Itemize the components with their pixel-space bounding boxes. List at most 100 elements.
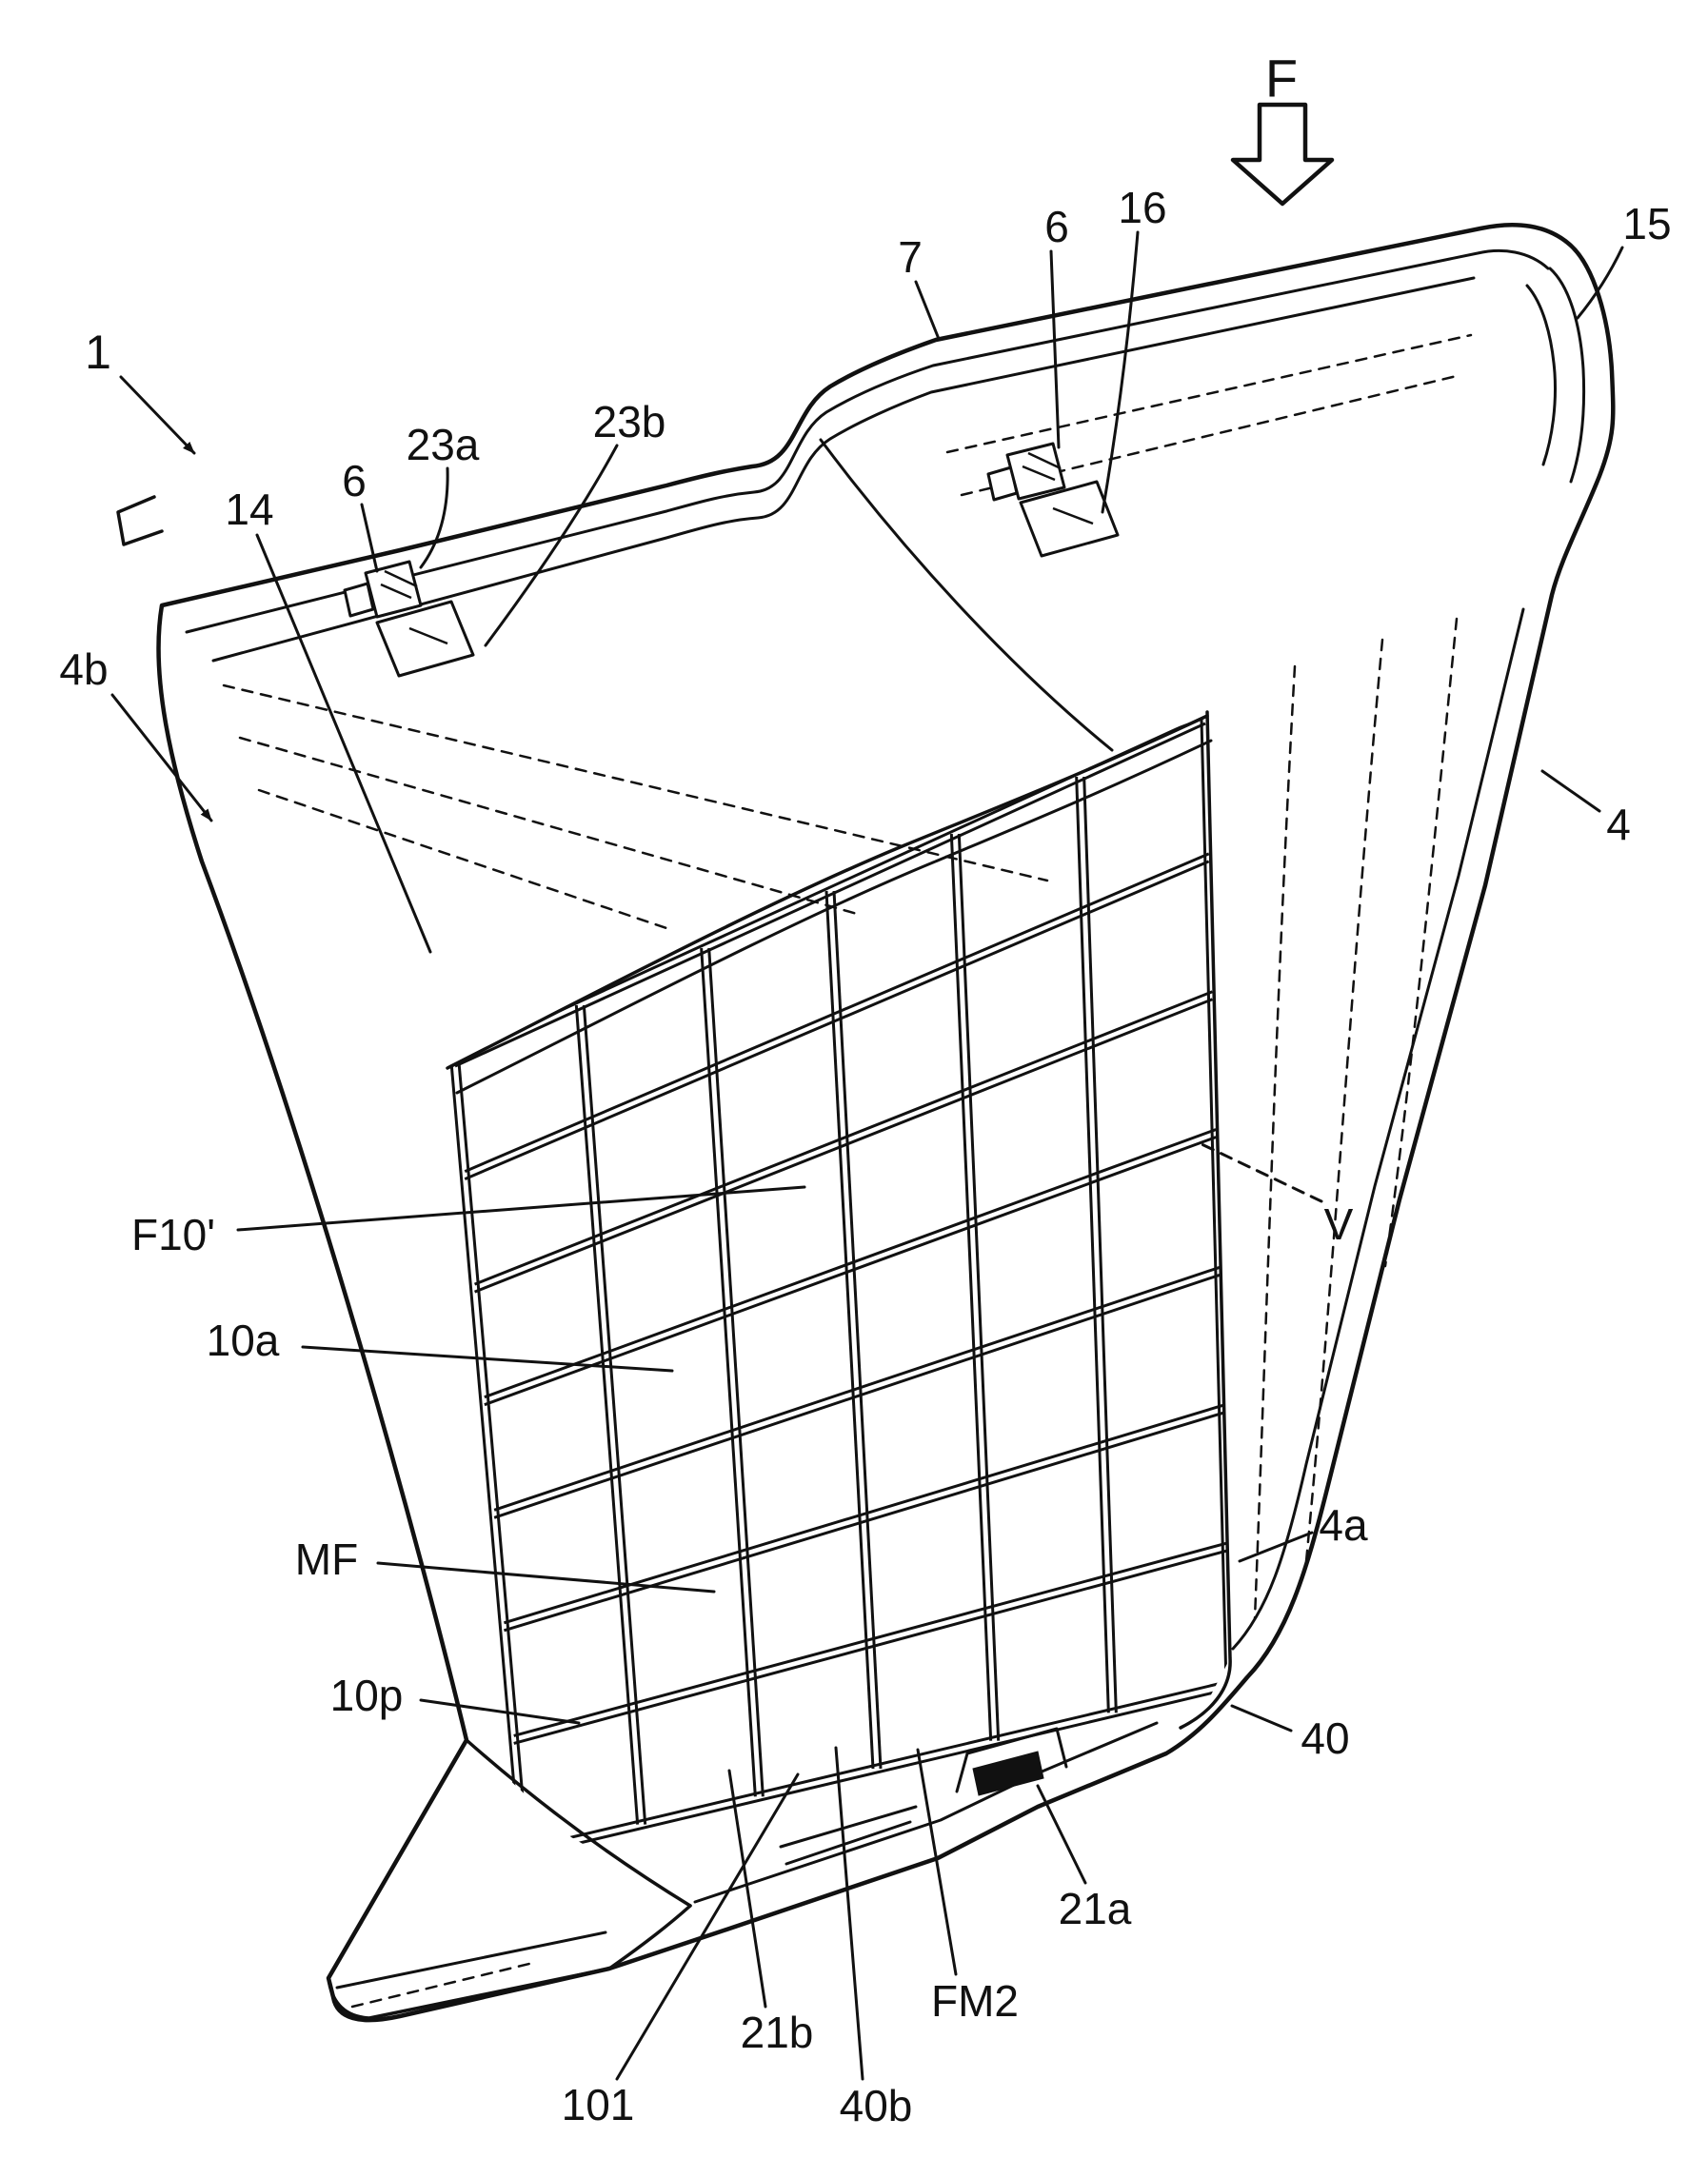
mounting-foot [327,1738,692,2020]
force-label: F [1265,49,1298,109]
tray-lower-edge-2 [455,739,1213,1095]
grid-bar [707,947,765,1797]
mounting-foot-fill [328,1740,690,2020]
ref-23b: 23b [593,397,666,446]
rim-inner-line-2 [211,276,1476,663]
housing-outer-silhouette [156,223,1616,2023]
ref-21b-leader [727,1769,767,2009]
ref-23a: 23a [407,420,480,469]
grid-bar [513,1541,1227,1737]
ref-16: 16 [1118,183,1166,232]
grid-bar [1075,776,1110,1713]
ref-16-leader [1101,230,1140,514]
ref-v-leader [1196,1140,1323,1203]
ref-15-leader [1576,246,1624,320]
force-arrow-f [1230,102,1335,207]
ref-10p-leader [419,1698,581,1725]
grid-bar [503,1411,1224,1633]
grid-bar [474,990,1213,1286]
ref-40-leader [1230,1704,1293,1732]
grid-bar [700,947,757,1797]
ref-40: 40 [1301,1713,1349,1763]
ref-21a: 21a [1059,1884,1132,1933]
grid-bar [824,890,875,1770]
ref-fm2-leader [916,1748,958,1976]
ref-fm2: FM2 [931,1976,1019,2026]
leader-lines [110,230,1624,2081]
bottom-ledge-1 [779,1805,918,1849]
ref-40b-leader [834,1746,864,2081]
duct-inner-right [1231,607,1525,1651]
grid-bar [484,1128,1217,1399]
ref-4b-leader [110,693,213,822]
ref-6l: 6 [342,456,367,505]
rim-inner-line-1 [185,248,1550,634]
ref-21b: 21b [741,2008,814,2057]
grid-bar [474,998,1213,1294]
ref-f10: F10' [131,1210,215,1259]
grid-bar [1082,776,1118,1713]
rim-corner-inner-2 [1525,284,1557,466]
ref-4a: 4a [1319,1500,1368,1550]
side-duct-fill [1181,595,1552,1753]
ref-mf: MF [295,1534,358,1584]
bottom-clip-tab [972,1751,1044,1796]
ref-mf-leader [376,1561,716,1594]
grid-bar [949,833,993,1741]
ref-10a: 10a [207,1316,280,1365]
ref-21a-leader [1036,1784,1087,1885]
grid-bar [582,1004,647,1825]
rim-corner-inner-1 [1548,267,1586,484]
rim-clip-right [986,442,1120,558]
bottom-clip-step [955,1727,1068,1793]
ref-6r-leader [1049,249,1061,449]
duct-left-edge [1179,710,1232,1730]
grid-bar [523,1679,1231,1851]
rim-clip-left [343,560,475,678]
ref-7: 7 [898,232,923,282]
grid-bar [464,860,1210,1180]
grid-bar [484,1136,1217,1407]
ref-4: 4 [1606,800,1631,849]
ref-10a-leader [301,1345,674,1373]
ref-1: 1 [85,326,111,379]
ref-14-leader [255,533,432,954]
ref-23a-leader [419,466,449,569]
ref-15: 15 [1622,199,1671,248]
ref-6l-leader [360,503,379,573]
ref-v: V [1324,1199,1354,1249]
grid-bar [503,1403,1224,1625]
grid-bar [454,722,1206,1068]
left-tip-tab [116,495,164,546]
ref-4b: 4b [59,644,108,694]
ref-101: 101 [562,2080,635,2129]
ref-101-leader [615,1772,800,2081]
bottom-rim-inner [693,1721,1159,1904]
grid-bar [449,1061,522,1853]
cover-right-edge [819,438,1114,752]
grid-bar [513,1549,1227,1745]
ref-14: 14 [225,485,273,534]
grid-bar [493,1274,1221,1519]
rim-tray-fill [162,228,1612,1068]
grid-bar [1200,719,1228,1686]
grid-bar [523,1687,1231,1858]
grid-bar [464,852,1210,1173]
ref-10p: 10p [330,1671,404,1720]
hidden-edges [222,333,1473,2009]
ref-4-leader [1540,769,1601,813]
grid-bar [832,890,883,1770]
grid-bar [574,1004,640,1825]
grid-bar [493,1266,1221,1512]
ref-f10-leader [236,1185,806,1232]
ref-40b: 40b [840,2081,913,2130]
grid-bar [457,1061,529,1853]
tray-lower-edge-1 [446,714,1209,1070]
ref-1-leader [119,375,196,455]
ref-7-leader [914,280,941,341]
ref-23b-leader [484,444,619,647]
ref-4a-leader [1238,1531,1314,1563]
